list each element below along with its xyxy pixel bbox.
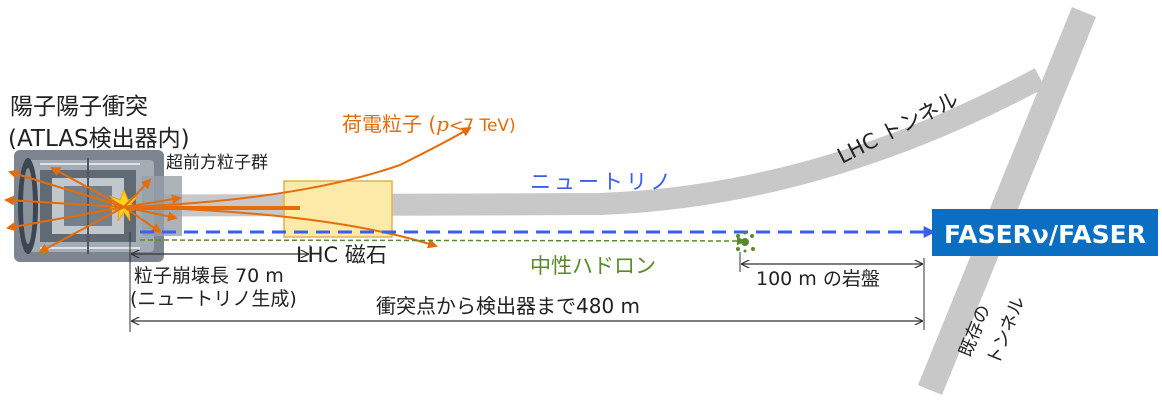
charged-track-up: [125, 126, 472, 208]
neutral-hadron-label: 中性ハドロン: [530, 254, 656, 278]
existing-tunnel-label-2: トンネル: [983, 294, 1029, 368]
distance-label: 衝突点から検出器まで480 m: [376, 294, 640, 318]
collision-particles: [4, 167, 182, 253]
faser-detector-box: [932, 209, 1158, 256]
rock-label: 100 m の岩盤: [756, 268, 880, 290]
neutral-hadron-path: [139, 236, 746, 246]
existing-tunnel: [917, 7, 1097, 395]
lhc-magnet-label: LHC 磁石: [296, 243, 387, 267]
decay-length-ticks: [129, 232, 925, 332]
neutrino-label: ニュートリノ: [530, 170, 674, 194]
neutrino-production-label: (ニュートリノ生成): [130, 288, 297, 310]
forward-particles-label: 超前方粒子群: [166, 153, 268, 173]
collision-title: 陽子陽子衝突: [10, 94, 148, 120]
faser-detector-label: FASERν/FASER: [944, 220, 1146, 249]
charged-particles-label: 荷電粒子 (p<7 TeV): [342, 112, 516, 136]
collision-subtitle: (ATLAS検出器内): [8, 126, 190, 152]
lhc-tunnel-band: [19, 68, 1046, 217]
collision-star-icon: [106, 188, 142, 222]
hadron-decay-splash-icon: [736, 231, 755, 253]
decay-length-label: 粒子崩壊長 70 m: [134, 265, 284, 287]
